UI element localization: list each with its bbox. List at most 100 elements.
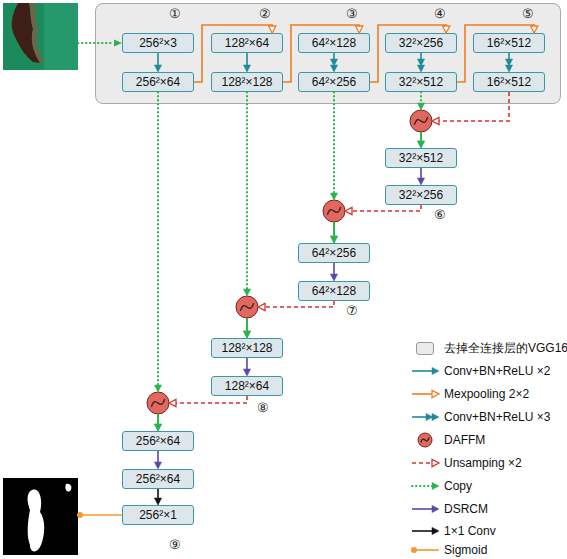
callout-number: ⑧ <box>257 401 269 415</box>
connector <box>154 53 161 72</box>
arrow-head <box>417 65 424 72</box>
legend-row: Unsamping ×2 <box>410 455 522 471</box>
box-label: 16²×512 <box>487 75 531 89</box>
feature-map-box: 128²×64 <box>211 33 283 53</box>
legend-sample <box>410 478 440 494</box>
connector <box>194 25 276 82</box>
connector <box>417 53 424 72</box>
arrow-head <box>432 459 439 466</box>
output-mask <box>3 478 78 555</box>
connector-line <box>157 489 159 501</box>
box-label: 32²×512 <box>399 75 443 89</box>
arrow-head <box>345 207 352 214</box>
arrow-head <box>243 289 250 296</box>
legend-swatch <box>416 342 434 355</box>
box-label: 32²×256 <box>399 188 443 202</box>
callout-number: ⑨ <box>169 538 181 552</box>
arrow-head <box>432 527 439 534</box>
box-label: 16²×512 <box>487 36 531 50</box>
box-label: 256²×64 <box>136 434 180 448</box>
legend-row: Mexpooling 2×2 <box>410 386 529 402</box>
legend-line <box>412 462 432 464</box>
arrow-head <box>243 65 250 72</box>
feature-map-box: 128²×128 <box>211 72 283 92</box>
legend-sample <box>410 523 440 539</box>
connector-line <box>157 53 159 68</box>
arrow-head <box>243 331 250 338</box>
mask-spot <box>65 484 71 492</box>
feature-map-box: 256²×3 <box>122 33 194 53</box>
arrow-head <box>417 141 424 148</box>
connector-line <box>420 132 422 144</box>
box-label: 32²×256 <box>399 36 443 50</box>
legend-text: DSRCM <box>444 502 488 516</box>
daffm-circle <box>418 433 432 447</box>
legend-row: Copy <box>410 478 472 494</box>
arrow-head <box>531 26 538 33</box>
connector <box>283 25 363 82</box>
stage-number: ① <box>169 7 181 21</box>
connector-line <box>157 451 159 465</box>
feature-map-box: 32²×256 <box>385 33 457 53</box>
box-label: 256²×64 <box>136 75 180 89</box>
connector-line <box>246 53 248 68</box>
arrow-head <box>154 385 161 392</box>
legend-sample <box>410 455 440 471</box>
legend-line <box>412 393 432 395</box>
connector-line <box>370 25 446 82</box>
connector <box>243 53 250 72</box>
arrow-head <box>154 462 161 469</box>
callout-number: ⑥ <box>434 208 446 222</box>
connector <box>243 358 250 376</box>
connector-line <box>439 92 509 121</box>
connector <box>330 92 337 243</box>
connector-line <box>333 92 335 196</box>
connector-line <box>176 396 247 403</box>
legend-text: Copy <box>444 479 472 493</box>
mask-region <box>28 490 45 552</box>
legend-sample <box>410 432 440 448</box>
connector-line <box>246 318 248 334</box>
feature-map-box: 64²×256 <box>298 243 370 263</box>
feature-map-box: 32²×256 <box>385 185 457 205</box>
connector <box>417 168 424 185</box>
box-label: 128²×128 <box>221 341 272 355</box>
arrow-head <box>330 193 337 200</box>
input-image <box>3 3 78 70</box>
legend-sample <box>410 501 440 517</box>
connector-line <box>508 53 510 60</box>
connector <box>243 301 334 338</box>
connector-line <box>420 168 422 181</box>
legend-text: Unsamping ×2 <box>444 456 522 470</box>
daffm-symbol <box>147 392 169 414</box>
arrow-head <box>417 59 424 66</box>
feature-map-box: 256²×64 <box>122 72 194 92</box>
sigmoid-line <box>80 514 122 516</box>
arrow-head <box>258 303 265 310</box>
daffm-wave <box>240 303 253 311</box>
connector <box>457 25 538 82</box>
connector <box>330 205 421 243</box>
legend-line <box>412 485 435 487</box>
connector-line <box>157 414 159 427</box>
connector <box>154 396 247 431</box>
daffm-wave <box>421 438 429 443</box>
legend-row: DSRCM <box>410 501 488 517</box>
legend-text: DAFFM <box>444 433 485 447</box>
vgg16-panel: ①②③④⑤256²×3256²×64128²×64128²×12864²×128… <box>95 3 561 104</box>
box-label: 64²×256 <box>312 246 356 260</box>
arrow-head <box>169 399 176 406</box>
legend-line <box>412 416 427 418</box>
arrow-head <box>417 178 424 185</box>
connector-line <box>246 92 248 292</box>
feature-map-box: 64²×128 <box>298 281 370 301</box>
arrow-head <box>426 413 433 420</box>
daffm-symbol <box>236 296 258 318</box>
connector <box>370 25 450 82</box>
legend-row: DAFFM <box>410 432 485 448</box>
arrow-head <box>432 367 439 374</box>
arrow-head <box>154 424 161 431</box>
feature-map-box: 32²×512 <box>385 72 457 92</box>
daffm-wave <box>151 399 164 407</box>
